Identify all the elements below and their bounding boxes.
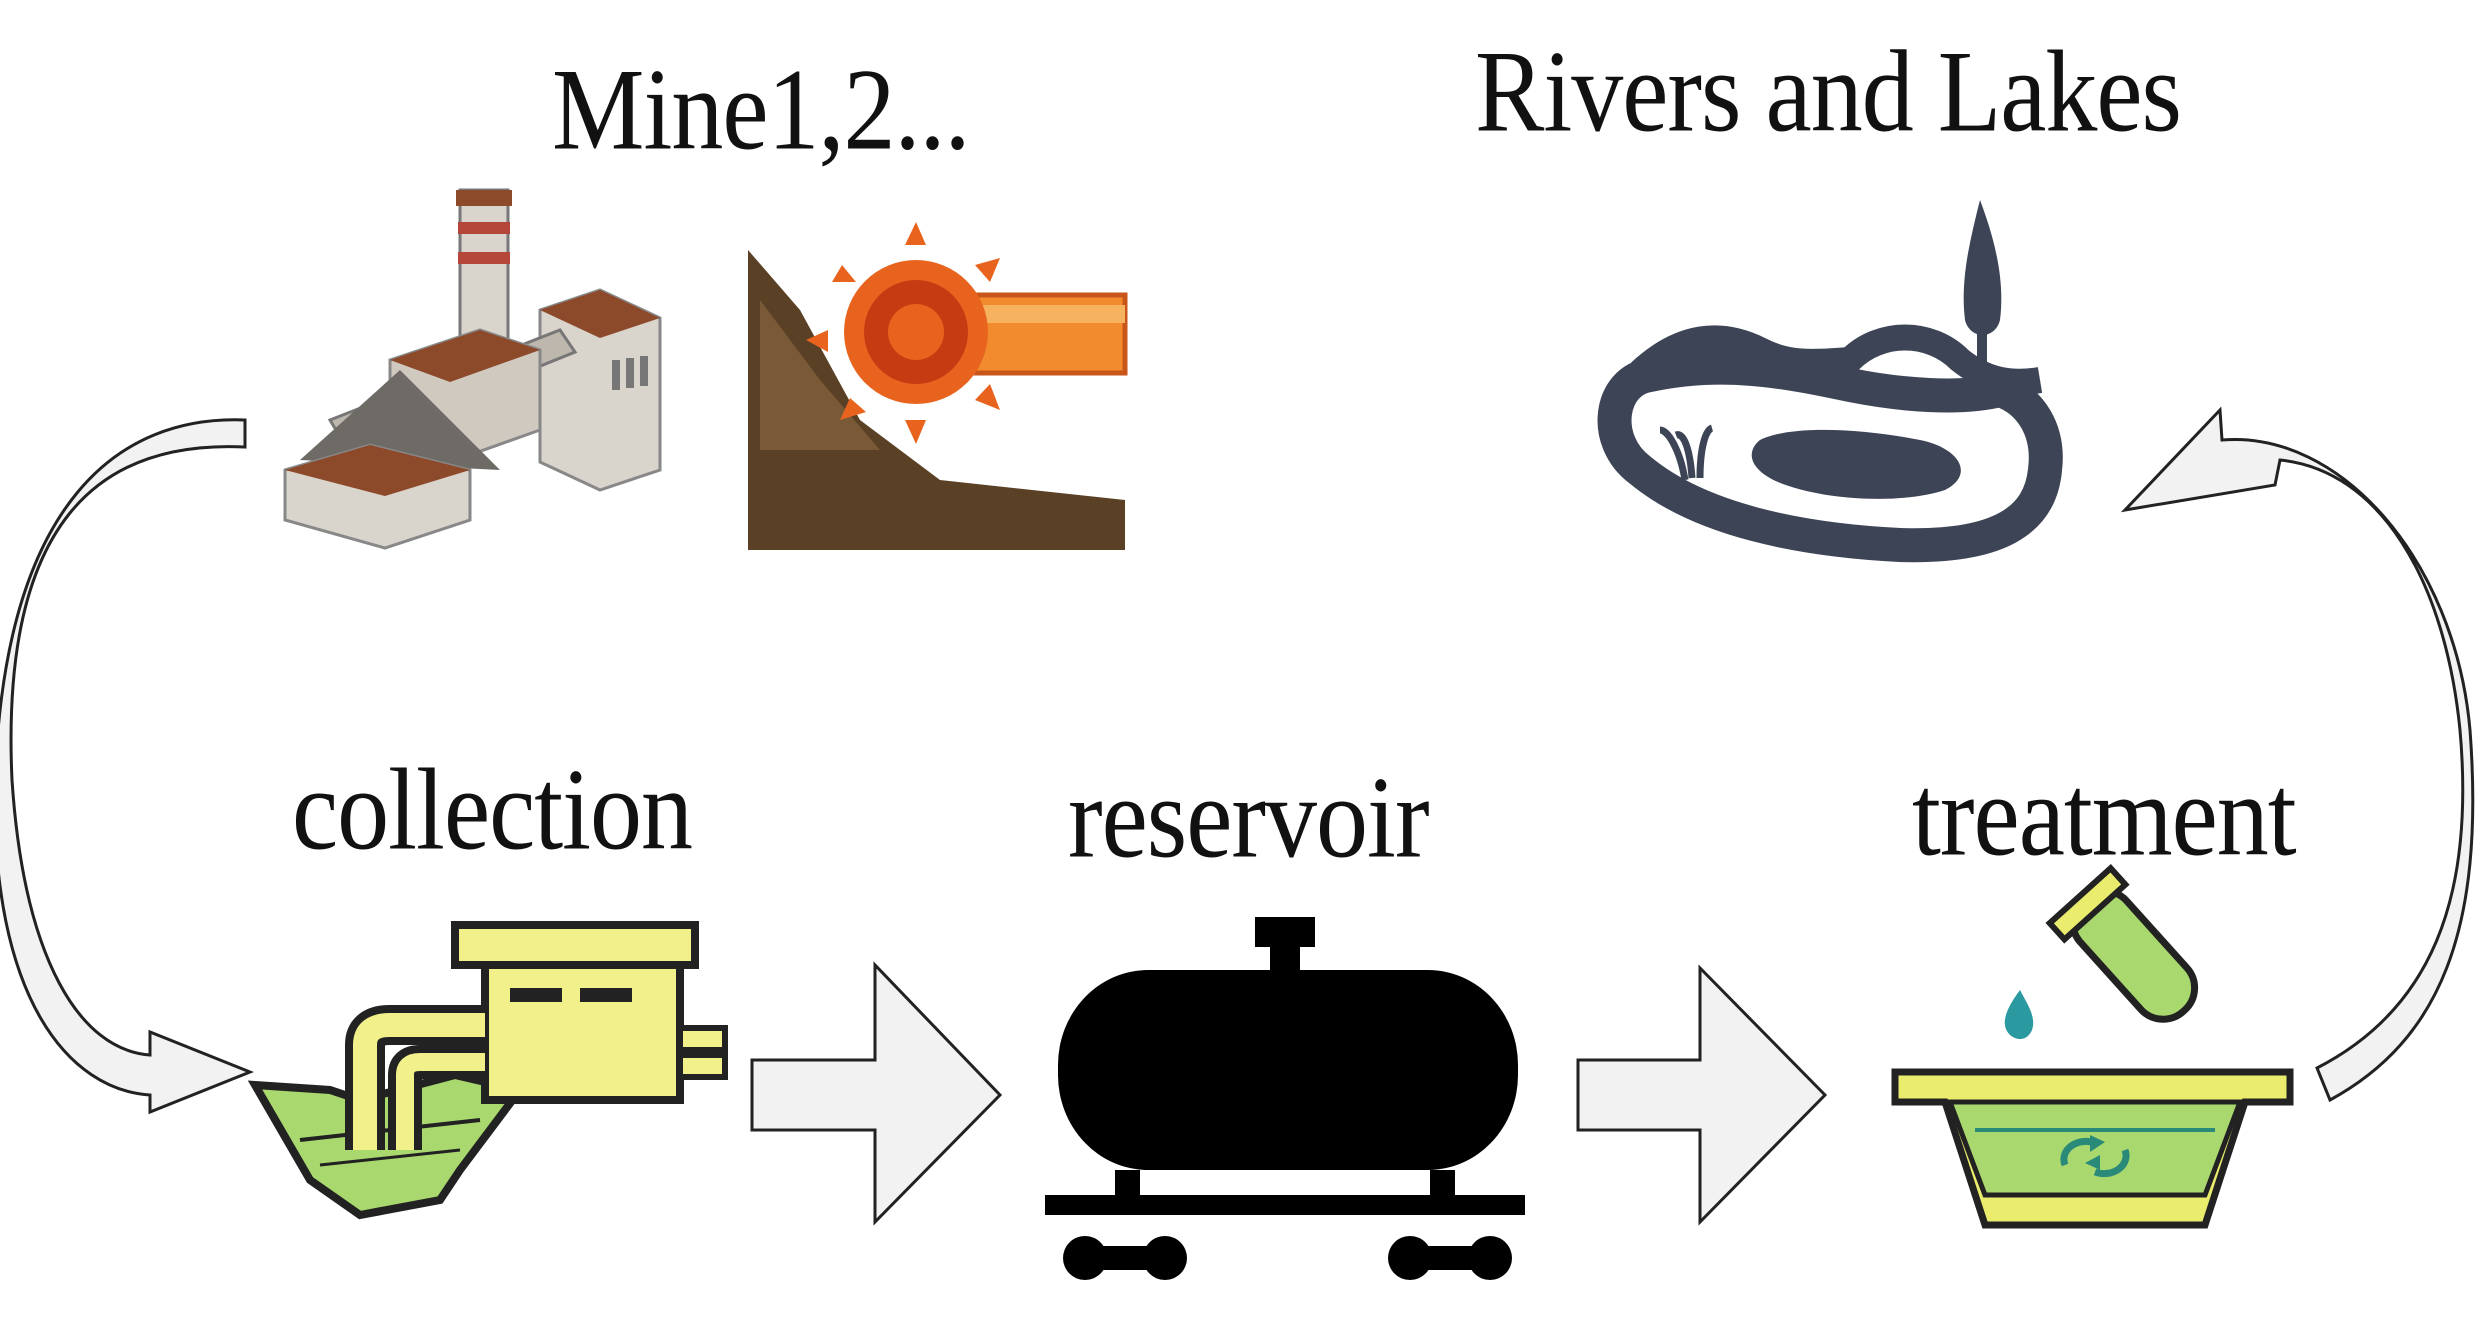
- treatment-basin-icon: [1891, 863, 2294, 1229]
- curved-arrow-mine-to-collection: [0, 418, 255, 1115]
- curved-arrow-treatment-to-rivers: [2120, 406, 2475, 1103]
- arrow-collection-to-reservoir: [750, 961, 1003, 1226]
- factory-icon: [283, 188, 662, 550]
- collection-label: collection: [292, 745, 693, 875]
- treatment-label: treatment: [1912, 751, 2297, 881]
- rivers-label: Rivers and Lakes: [1475, 27, 2182, 157]
- arrow-reservoir-to-treatment: [1576, 964, 1828, 1226]
- bucket-wheel-excavator-icon: [748, 222, 1128, 550]
- collection-pump-icon: [247, 921, 728, 1220]
- reservoir-label: reservoir: [1068, 753, 1430, 883]
- lake-icon: [1597, 200, 2063, 563]
- mine-label: Mine1,2...: [552, 45, 971, 175]
- tank-wagon-icon: [1045, 917, 1525, 1280]
